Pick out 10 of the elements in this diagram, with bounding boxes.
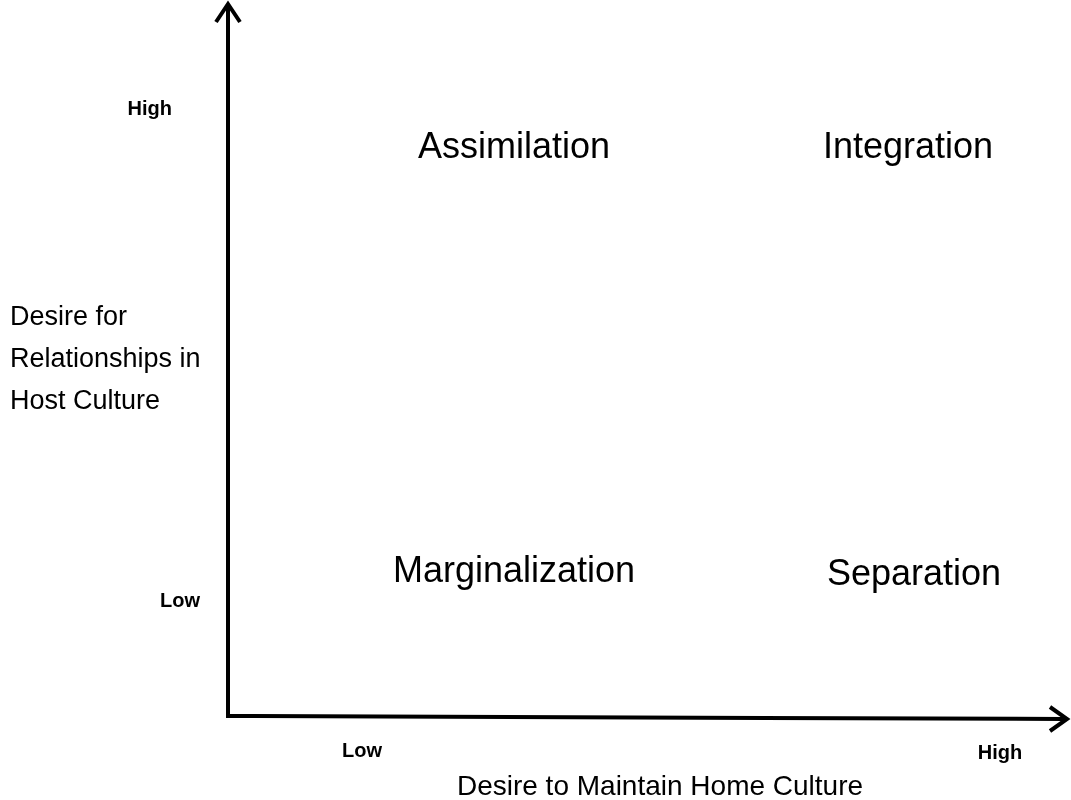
axis-tick-label: High: [977, 740, 1023, 765]
quadrant-label: Marginalization: [392, 548, 636, 592]
axis-title: Desire to Maintain Home Culture: [456, 769, 864, 800]
axis-tick-label: Low: [342, 738, 382, 763]
axis-tick-label: Low: [160, 588, 200, 613]
quadrant-label: Separation: [826, 551, 1002, 595]
quadrant-label: Integration: [822, 124, 994, 168]
axis-title: Desire for Relationships in Host Culture: [10, 300, 202, 417]
quadrant-label: Assimilation: [417, 124, 611, 168]
axis-tick-label: High: [127, 96, 172, 121]
